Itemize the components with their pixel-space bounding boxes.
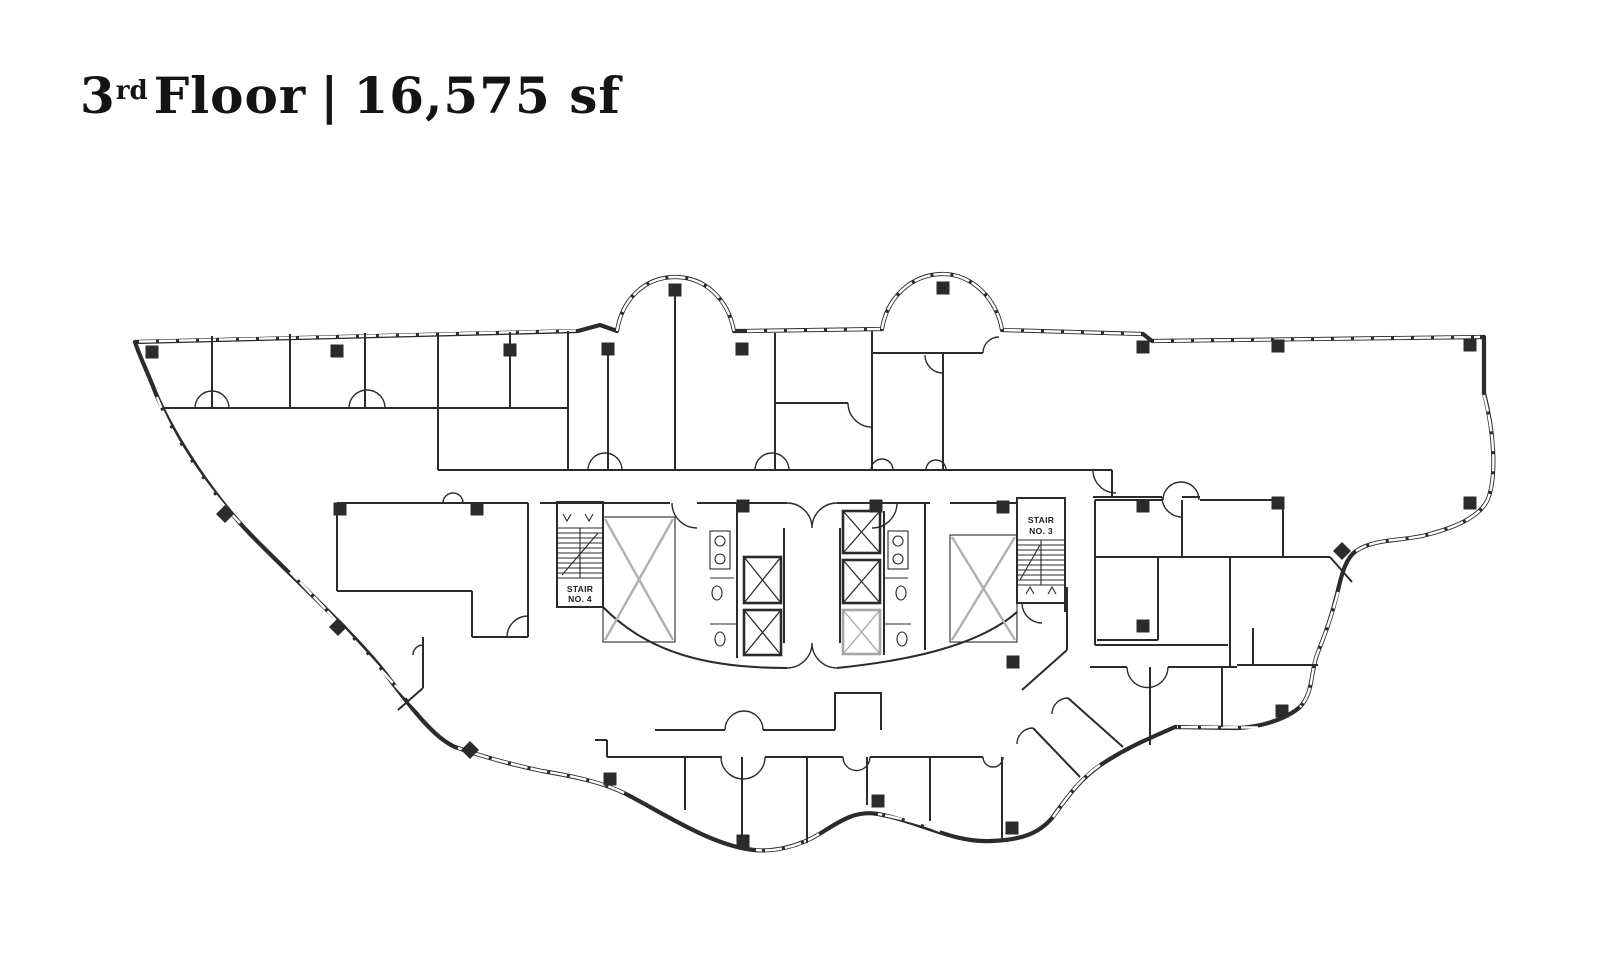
stair-3-label-line1: STAIR xyxy=(1028,515,1054,525)
exterior-wall xyxy=(132,271,1496,853)
floor-ordinal-suffix: rd xyxy=(115,75,148,106)
restroom-left xyxy=(709,530,737,647)
elevator-bank-right xyxy=(841,509,882,656)
elevator-bank-left xyxy=(742,555,783,657)
stair-4-label-line2: NO. 4 xyxy=(568,594,592,604)
door-swings xyxy=(194,336,1200,780)
stair-4-label-line1: STAIR xyxy=(567,584,593,594)
window-mullions xyxy=(138,272,1495,852)
stair-3-label-line2: NO. 3 xyxy=(1029,526,1053,536)
restroom-right xyxy=(884,530,911,647)
area-text: 16,575 sf xyxy=(353,66,621,125)
floor-number: 3 xyxy=(80,66,116,125)
title-separator: | xyxy=(320,66,340,125)
interior-walls xyxy=(163,290,1353,849)
shaft-left xyxy=(602,516,676,643)
shaft-right xyxy=(949,534,1018,643)
stair-no-3: STAIR NO. 3 xyxy=(1016,497,1066,604)
stair-no-4: STAIR NO. 4 xyxy=(556,501,604,608)
structural-columns xyxy=(145,281,1477,848)
floor-word: Floor xyxy=(153,66,307,125)
